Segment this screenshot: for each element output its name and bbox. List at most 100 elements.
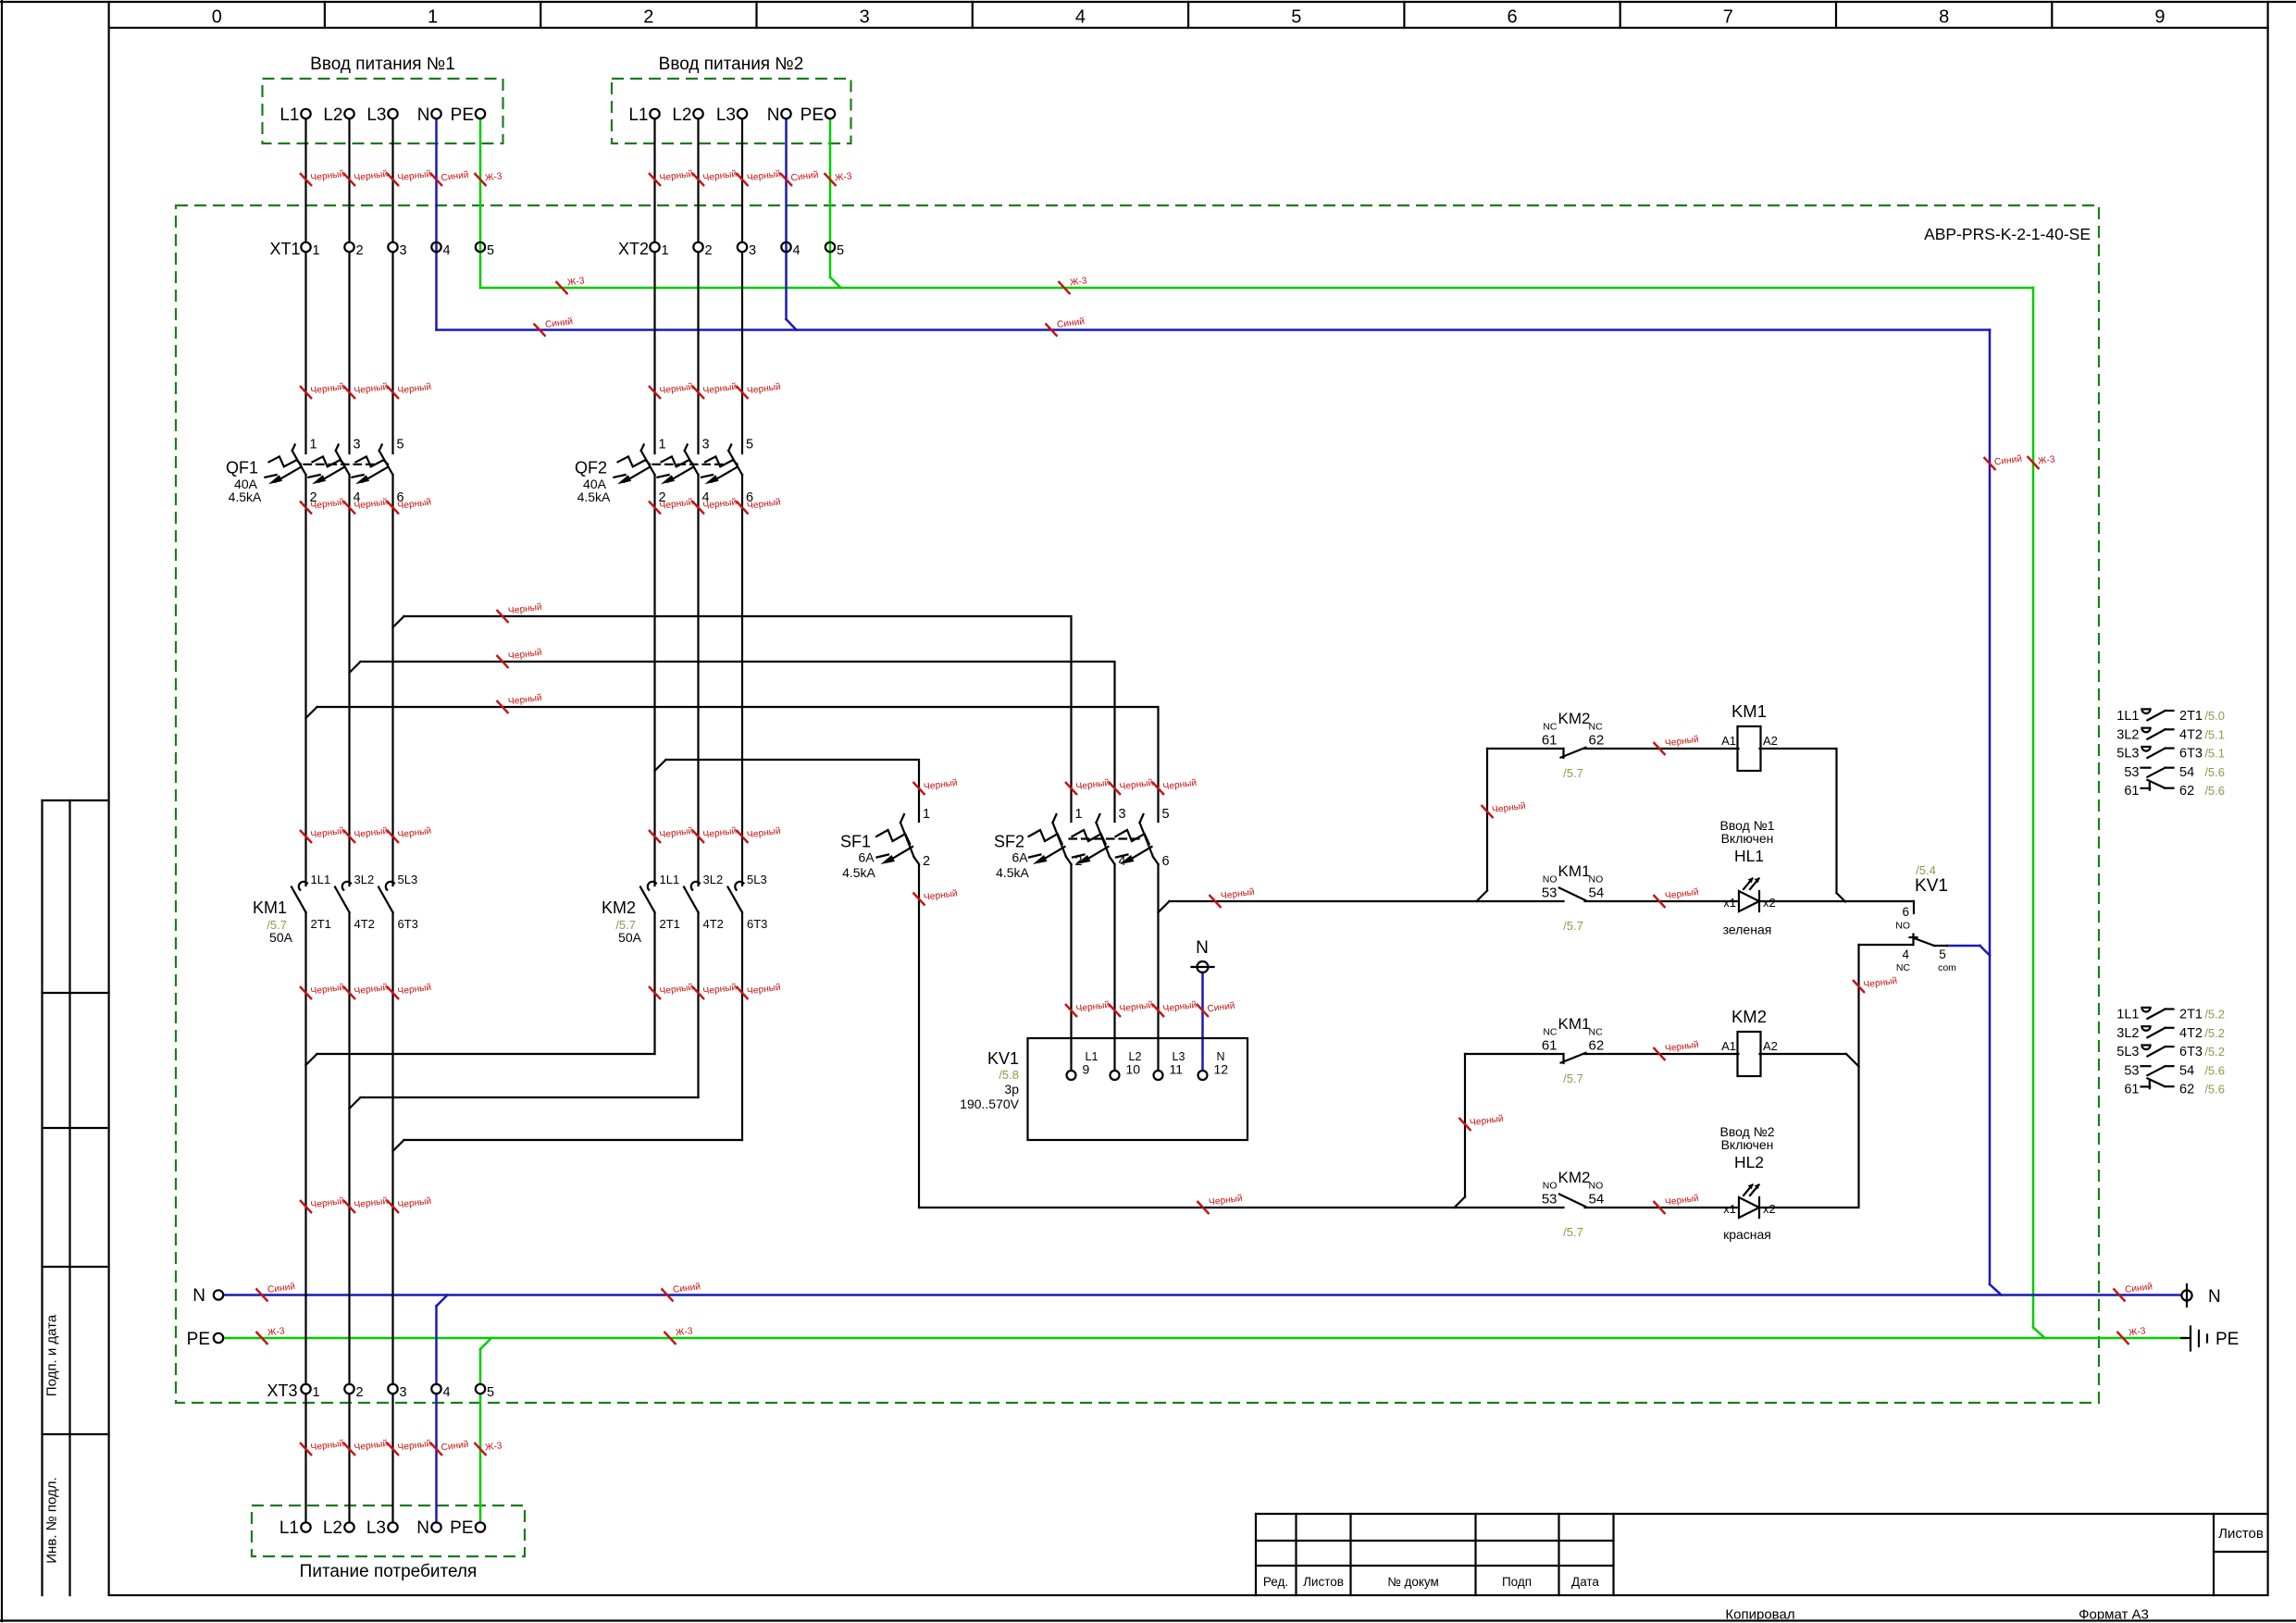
svg-text:2T1: 2T1 <box>2179 1008 2203 1022</box>
svg-text:Включен: Включен <box>1721 1137 1774 1152</box>
svg-text:KV1: KV1 <box>987 1049 1019 1068</box>
svg-text:Черный: Черный <box>397 983 432 997</box>
svg-text:2: 2 <box>310 490 317 505</box>
svg-text:Ж-3: Ж-3 <box>834 171 852 183</box>
svg-text:Черный: Черный <box>659 826 694 841</box>
svg-text:L3: L3 <box>366 105 386 125</box>
svg-text:4.5kA: 4.5kA <box>577 489 611 504</box>
svg-text:5L3: 5L3 <box>2116 747 2139 762</box>
svg-text:5: 5 <box>1939 948 1946 961</box>
svg-text:Ред.: Ред. <box>1263 1575 1288 1589</box>
svg-text:Черный: Черный <box>923 888 958 903</box>
svg-text:/5.7: /5.7 <box>615 918 636 932</box>
svg-text:Черный: Черный <box>397 826 432 841</box>
svg-text:NC: NC <box>1589 722 1604 733</box>
svg-text:Черный: Черный <box>310 382 345 397</box>
svg-text:Черный: Черный <box>354 497 389 512</box>
svg-text:Черный: Черный <box>659 382 694 397</box>
svg-text:/5.2: /5.2 <box>2204 1045 2225 1059</box>
svg-text:4.5kA: 4.5kA <box>842 865 875 880</box>
svg-text:KM2: KM2 <box>1731 1007 1767 1026</box>
svg-text:3: 3 <box>400 1385 407 1400</box>
svg-text:4T2: 4T2 <box>354 917 375 931</box>
svg-text:N: N <box>767 105 780 125</box>
svg-text:KV1: KV1 <box>1915 876 1948 896</box>
svg-text:3L2: 3L2 <box>2116 1026 2139 1041</box>
svg-text:1: 1 <box>1075 807 1083 822</box>
svg-text:4.5kA: 4.5kA <box>996 865 1029 880</box>
svg-text:9: 9 <box>1083 1062 1090 1077</box>
svg-text:6A: 6A <box>858 850 875 865</box>
svg-text:54: 54 <box>1589 1192 1605 1208</box>
svg-text:Черный: Черный <box>354 826 389 841</box>
svg-text:N: N <box>2208 1287 2221 1307</box>
svg-text:4: 4 <box>1119 854 1126 869</box>
svg-text:/5.6: /5.6 <box>2204 1063 2225 1077</box>
svg-text:5: 5 <box>487 243 494 258</box>
svg-text:/5.2: /5.2 <box>2204 1026 2225 1040</box>
svg-text:/5.0: /5.0 <box>2204 709 2225 723</box>
svg-text:L3: L3 <box>1173 1050 1185 1063</box>
svg-text:5L3: 5L3 <box>747 873 767 886</box>
svg-text:NC: NC <box>1896 962 1911 973</box>
svg-text:A1: A1 <box>1721 734 1736 748</box>
svg-text:Синий: Синий <box>267 1282 295 1295</box>
svg-text:54: 54 <box>2179 765 2194 780</box>
svg-text:Черный: Черный <box>1469 1114 1504 1129</box>
svg-text:KM1: KM1 <box>1558 1015 1591 1033</box>
svg-text:62: 62 <box>2179 784 2194 799</box>
svg-text:2T1: 2T1 <box>311 917 331 931</box>
svg-text:4: 4 <box>702 490 710 505</box>
svg-text:2T1: 2T1 <box>2179 709 2203 724</box>
svg-text:KM2: KM2 <box>1558 710 1591 727</box>
svg-text:Синий: Синий <box>2124 1282 2153 1295</box>
svg-text:Черный: Черный <box>507 693 542 708</box>
svg-text:Черный: Черный <box>310 169 345 184</box>
svg-text:6T3: 6T3 <box>747 917 767 931</box>
svg-text:x1: x1 <box>1723 896 1736 910</box>
svg-text:Черный: Черный <box>659 169 694 184</box>
svg-text:2: 2 <box>356 243 364 258</box>
svg-text:ABP-PRS-K-2-1-40-SE: ABP-PRS-K-2-1-40-SE <box>1924 225 2091 243</box>
svg-text:QF2: QF2 <box>575 459 607 477</box>
svg-text:L1: L1 <box>279 105 299 125</box>
svg-text:Ж-3: Ж-3 <box>267 1326 285 1338</box>
svg-text:10: 10 <box>1126 1062 1141 1077</box>
svg-text:Подп: Подп <box>1502 1575 1532 1589</box>
svg-text:x2: x2 <box>1763 896 1776 910</box>
svg-text:зеленая: зеленая <box>1723 923 1772 937</box>
svg-text:Черный: Черный <box>702 826 738 841</box>
svg-text:Черный: Черный <box>507 602 542 617</box>
svg-text:3: 3 <box>400 243 407 258</box>
svg-text:Черный: Черный <box>746 382 781 397</box>
svg-text:1L1: 1L1 <box>2116 709 2139 724</box>
svg-text:4: 4 <box>443 243 451 258</box>
svg-text:/5.7: /5.7 <box>1563 1225 1583 1239</box>
svg-text:Подп. и дата: Подп. и дата <box>44 1314 60 1396</box>
svg-text:4T2: 4T2 <box>2179 727 2203 742</box>
svg-text:Ж-3: Ж-3 <box>484 171 503 183</box>
svg-text:4T2: 4T2 <box>2179 1026 2203 1041</box>
svg-text:61: 61 <box>2124 784 2139 799</box>
svg-text:QF1: QF1 <box>226 459 258 477</box>
svg-text:0: 0 <box>212 7 222 28</box>
svg-text:NO: NO <box>1543 874 1558 886</box>
svg-text:4T2: 4T2 <box>703 917 724 931</box>
svg-text:3: 3 <box>860 7 870 28</box>
svg-text:/5.8: /5.8 <box>999 1068 1019 1082</box>
svg-text:/5.6: /5.6 <box>2204 1083 2225 1096</box>
svg-text:Черный: Черный <box>702 169 738 184</box>
svg-text:PE: PE <box>451 105 474 125</box>
svg-text:Черный: Черный <box>1220 887 1255 902</box>
svg-text:Черный: Черный <box>1664 735 1699 750</box>
svg-text:5: 5 <box>837 243 844 258</box>
svg-text:3p: 3p <box>1004 1082 1019 1096</box>
svg-text:XT2: XT2 <box>618 240 649 258</box>
svg-text:/5.2: /5.2 <box>2204 1008 2225 1022</box>
svg-text:A2: A2 <box>1763 1039 1778 1053</box>
svg-text:Черный: Черный <box>659 983 694 997</box>
svg-text:Листов: Листов <box>2218 1526 2264 1542</box>
svg-text:Синий: Синий <box>790 170 819 184</box>
svg-text:6: 6 <box>397 490 404 505</box>
svg-text:1L1: 1L1 <box>311 873 331 886</box>
